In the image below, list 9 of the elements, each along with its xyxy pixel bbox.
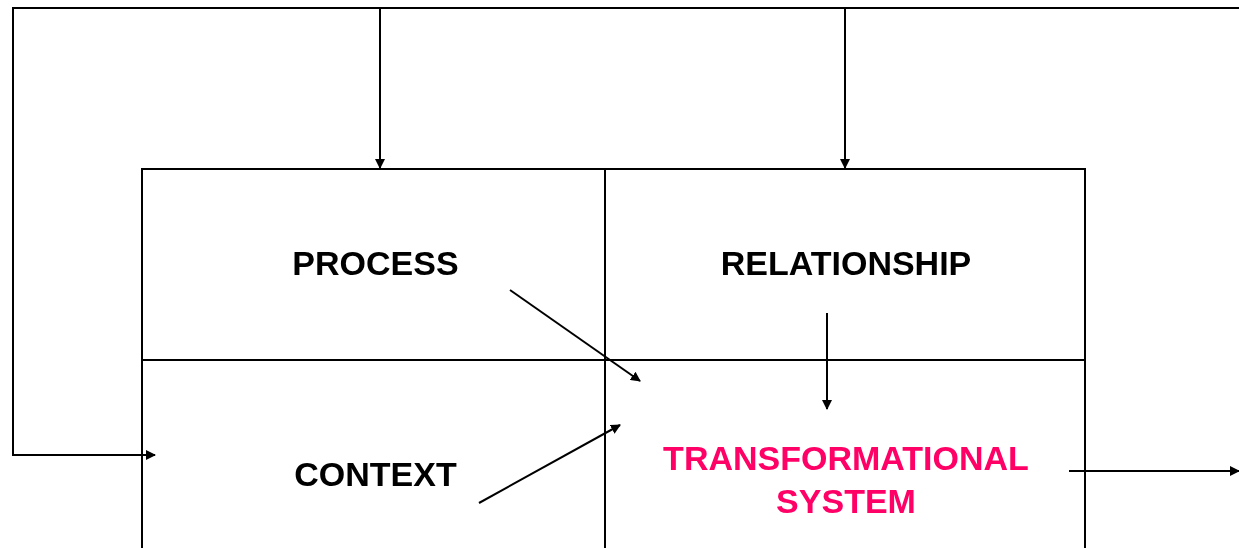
cell-label: PROCESS bbox=[291, 243, 460, 284]
arrow bbox=[822, 312, 832, 410]
feedback-arrow bbox=[1068, 466, 1239, 476]
system-label: TRANSFORMATIONAL SYSTEM bbox=[662, 438, 1030, 522]
cell-label: CONTEXT bbox=[293, 454, 458, 495]
process-cell bbox=[141, 168, 606, 361]
relationship-cell bbox=[604, 168, 1086, 361]
arrow bbox=[478, 424, 621, 504]
cell-label: RELATIONSHIP bbox=[719, 243, 973, 284]
